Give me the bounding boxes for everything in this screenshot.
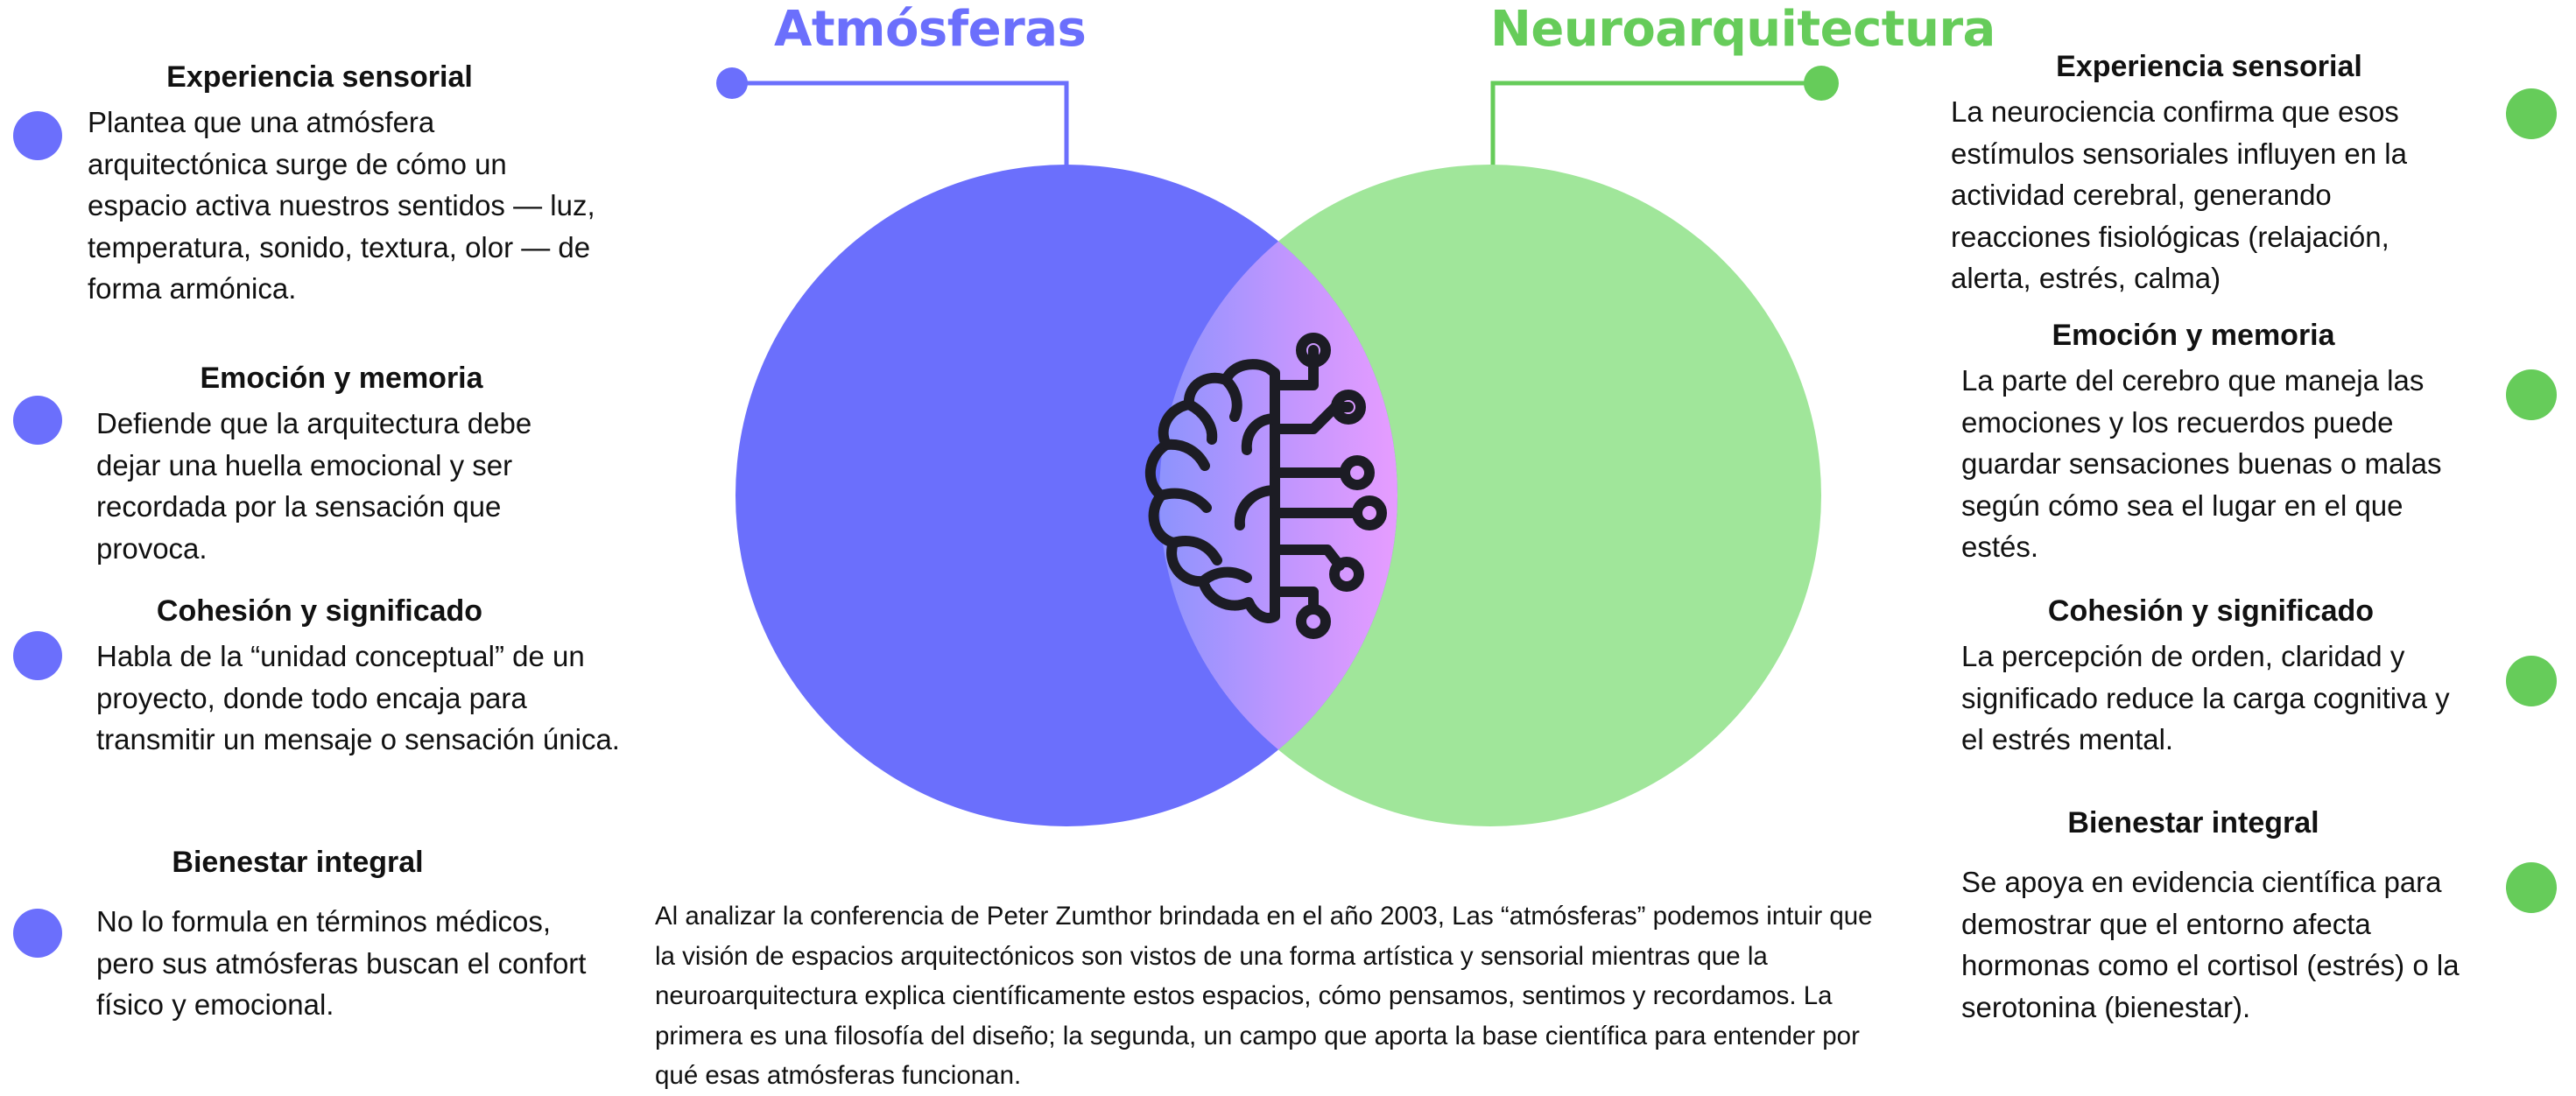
left-item-3-bullet-dot bbox=[13, 631, 62, 680]
neuroarquitectura-title: Neuroarquitectura bbox=[1490, 1, 1995, 58]
left-item-4: Bienestar integral No lo formula en térm… bbox=[96, 843, 613, 1026]
brain-circuit-icon bbox=[1144, 333, 1387, 639]
right-item-2-heading: Emoción y memoria bbox=[2052, 319, 2335, 352]
right-item-4-text: Se apoya en evidencia científica para de… bbox=[1961, 866, 2460, 1023]
right-item-2-text: La parte del cerebro que maneja las emoc… bbox=[1961, 364, 2442, 563]
left-item-4-bullet-dot bbox=[13, 909, 62, 958]
left-item-1: Experiencia sensorial Plantea que una at… bbox=[88, 58, 613, 310]
right-item-1: Experiencia sensorial La neurociencia co… bbox=[1951, 47, 2459, 299]
left-item-4-heading: Bienestar integral bbox=[172, 846, 424, 879]
overlap-lens bbox=[1159, 165, 1397, 826]
right-item-1-bullet-dot bbox=[2506, 88, 2557, 139]
right-item-2: Emoción y memoria La parte del cerebro q… bbox=[1961, 316, 2487, 568]
right-item-3: Cohesión y significado La percepción de … bbox=[1961, 592, 2478, 761]
left-item-1-text: Plantea que una atmósfera arquitectónica… bbox=[88, 106, 595, 305]
left-callout-connector bbox=[732, 81, 1069, 166]
right-callout-dot bbox=[1804, 66, 1839, 101]
right-item-3-text: La percepción de orden, claridad y signi… bbox=[1961, 640, 2450, 755]
right-callout-connector bbox=[1490, 81, 1821, 166]
right-item-1-heading: Experiencia sensorial bbox=[2056, 50, 2362, 83]
left-item-3: Cohesión y significado Habla de la “unid… bbox=[96, 592, 622, 761]
left-item-3-heading: Cohesión y significado bbox=[156, 594, 483, 628]
atmosferas-title: Atmósferas bbox=[774, 1, 1087, 58]
left-item-1-bullet-dot bbox=[13, 111, 62, 160]
right-item-4-heading: Bienestar integral bbox=[2067, 806, 2319, 840]
right-item-4-bullet-dot bbox=[2506, 862, 2557, 913]
left-item-1-heading: Experiencia sensorial bbox=[166, 60, 473, 94]
right-item-3-bullet-dot bbox=[2506, 656, 2557, 706]
right-item-2-bullet-dot bbox=[2506, 369, 2557, 420]
left-callout-dot bbox=[716, 67, 748, 99]
left-item-2-heading: Emoción y memoria bbox=[200, 362, 483, 395]
summary-paragraph: Al analizar la conferencia de Peter Zumt… bbox=[655, 902, 1873, 1090]
right-item-4: Bienestar integral Se apoya en evidencia… bbox=[1961, 804, 2478, 1028]
left-item-4-text: No lo formula en términos médicos, pero … bbox=[96, 905, 587, 1021]
right-item-3-heading: Cohesión y significado bbox=[2047, 594, 2375, 628]
left-item-2-bullet-dot bbox=[13, 396, 62, 445]
left-item-2: Emoción y memoria Defiende que la arquit… bbox=[96, 359, 587, 569]
left-item-3-text: Habla de la “unidad conceptual” de un pr… bbox=[96, 640, 620, 755]
right-item-1-text: La neurociencia confirma que esos estímu… bbox=[1951, 95, 2407, 294]
left-item-2-text: Defiende que la arquitectura debe dejar … bbox=[96, 407, 532, 565]
